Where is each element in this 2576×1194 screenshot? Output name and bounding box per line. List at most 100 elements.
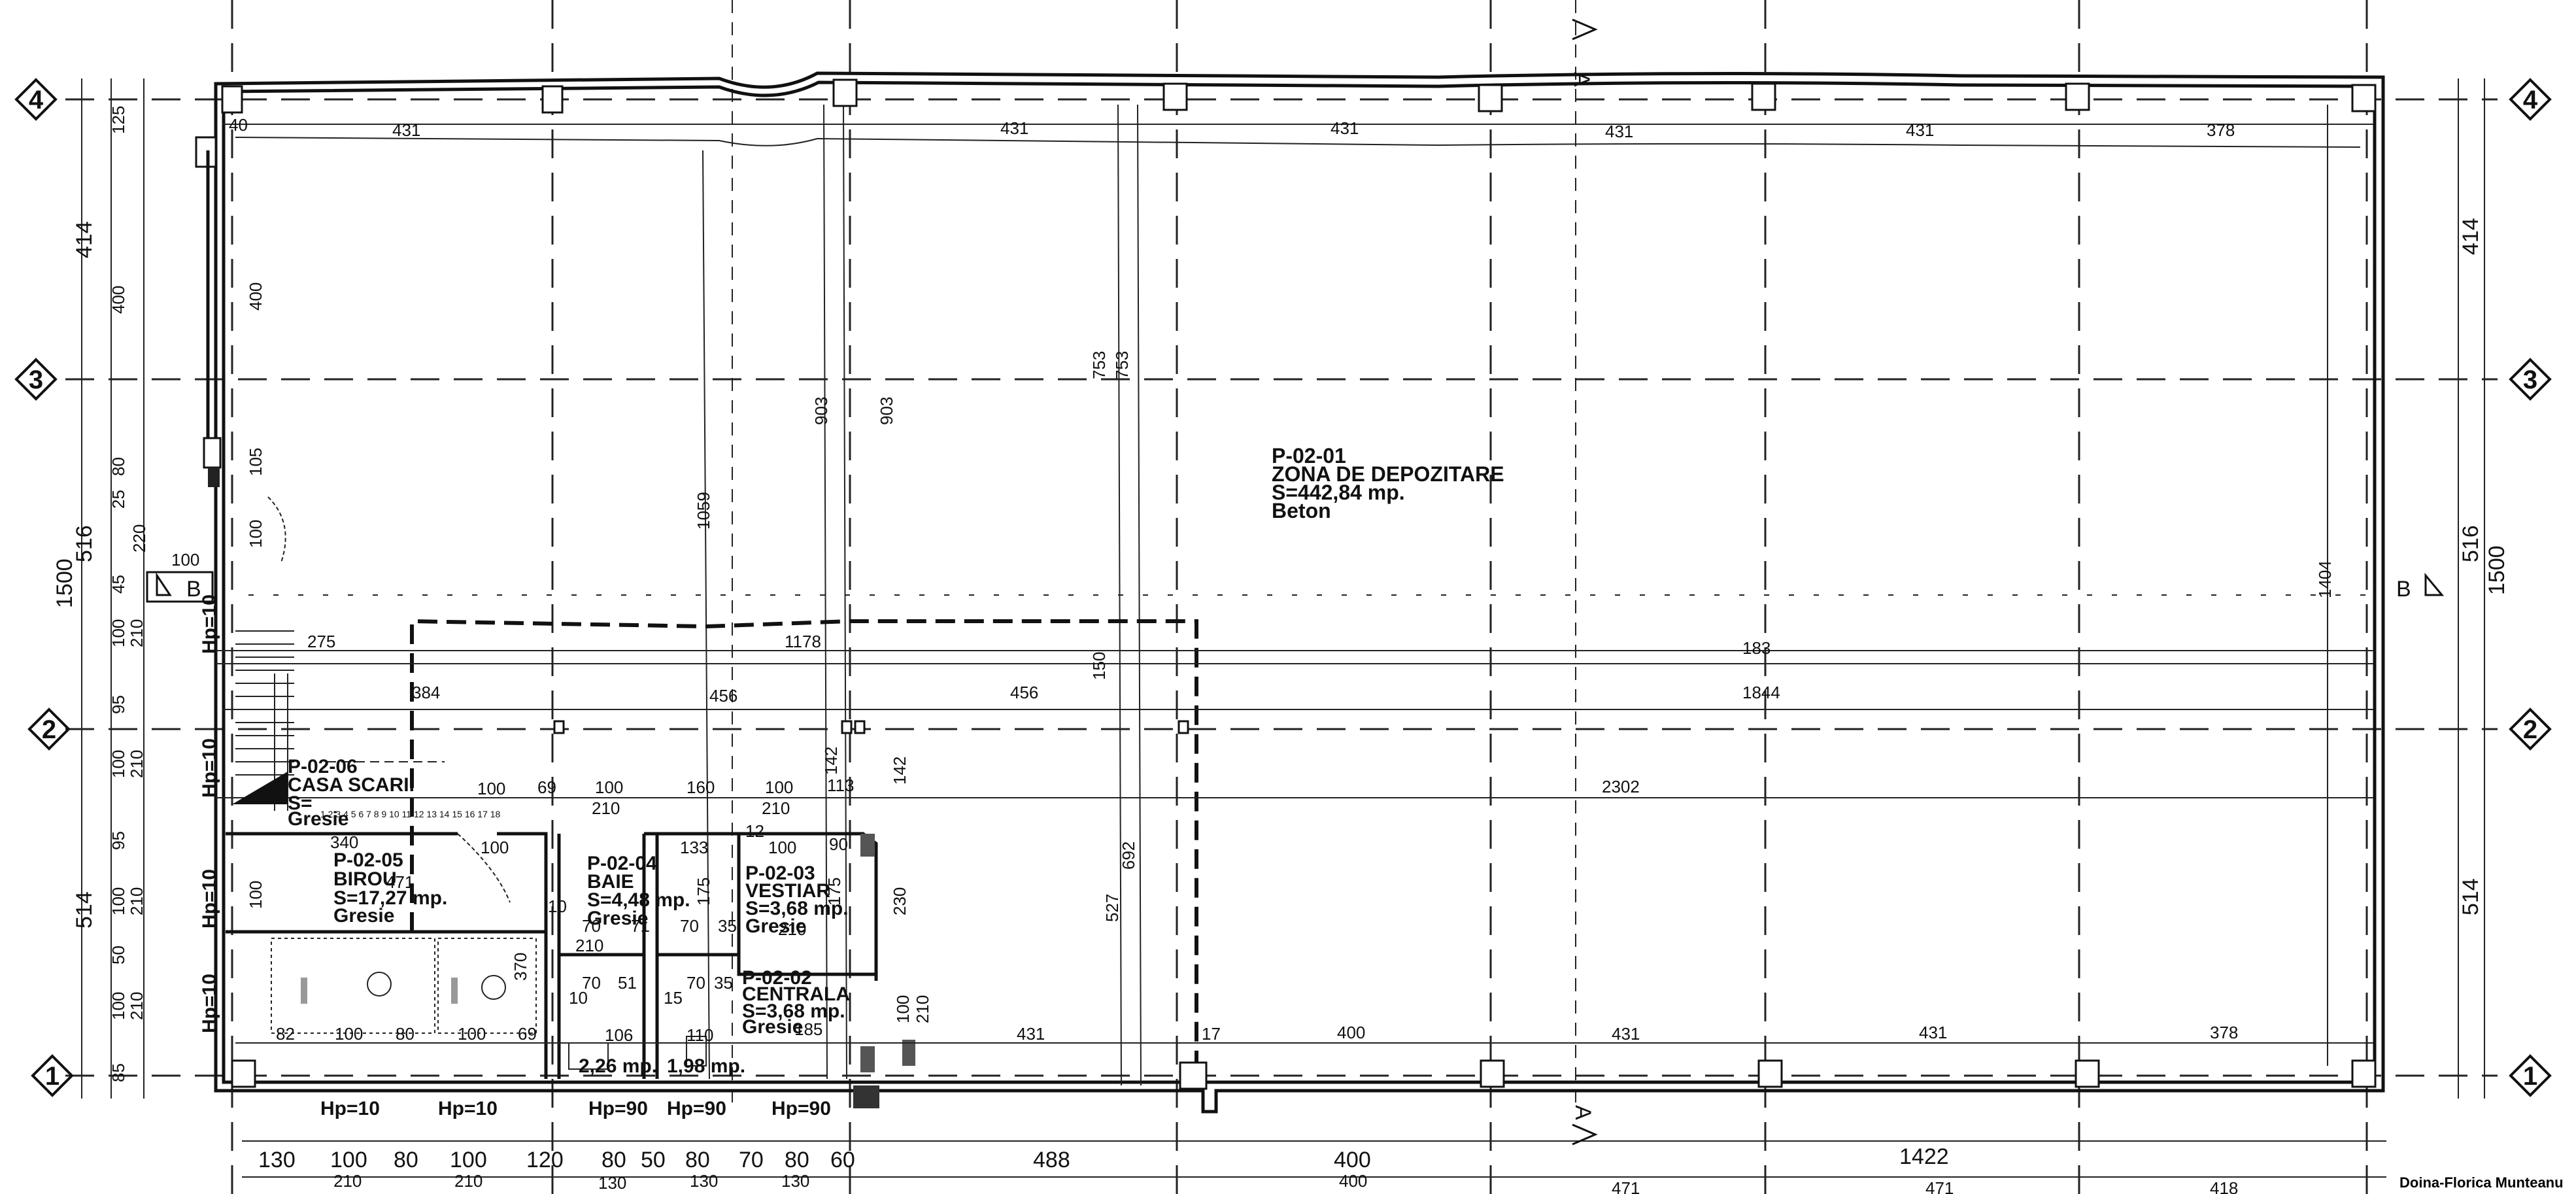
- svg-text:60: 60: [830, 1148, 855, 1172]
- svg-text:133: 133: [680, 838, 708, 857]
- svg-text:100: 100: [768, 838, 796, 857]
- svg-text:340: 340: [330, 832, 358, 852]
- svg-text:4: 4: [29, 86, 44, 114]
- svg-text:400: 400: [1339, 1171, 1367, 1191]
- svg-text:400: 400: [246, 282, 265, 311]
- svg-text:4: 4: [2523, 86, 2538, 114]
- dims-vertical-inner: 400 105 100 1059 903 903 753 753 1404 69…: [246, 282, 2335, 1023]
- svg-text:12: 12: [745, 821, 764, 841]
- svg-text:50: 50: [109, 946, 128, 964]
- svg-text:210: 210: [127, 992, 146, 1020]
- svg-text:80: 80: [396, 1024, 415, 1044]
- svg-text:1844: 1844: [1742, 683, 1780, 702]
- dims-right-totals: 414 516 1500 514: [2458, 218, 2509, 915]
- svg-text:471: 471: [1925, 1178, 1954, 1194]
- svg-text:456: 456: [709, 686, 737, 706]
- svg-text:230: 230: [890, 887, 909, 915]
- svg-text:210: 210: [762, 798, 790, 818]
- svg-text:69: 69: [537, 777, 556, 797]
- svg-text:P-02-01: P-02-01: [1272, 444, 1346, 468]
- svg-text:1: 1: [45, 1062, 59, 1091]
- svg-text:431: 431: [1605, 122, 1633, 141]
- svg-text:130: 130: [258, 1148, 296, 1172]
- outer-walls: [195, 71, 2385, 1114]
- svg-text:210: 210: [127, 750, 146, 778]
- svg-text:25: 25: [109, 490, 128, 509]
- svg-text:1422: 1422: [1899, 1144, 1949, 1169]
- svg-text:S=17,27 mp.: S=17,27 mp.: [333, 887, 447, 909]
- axis-bubble-4-left: 4: [14, 78, 58, 121]
- interior-structure: [216, 104, 2373, 1108]
- svg-text:51: 51: [618, 973, 637, 993]
- svg-text:80: 80: [602, 1148, 626, 1172]
- svg-text:210: 210: [127, 887, 146, 915]
- svg-text:753: 753: [1089, 351, 1109, 379]
- svg-text:P-02-03: P-02-03: [745, 862, 815, 884]
- section-marker-a-bottom: A: [1570, 1105, 1598, 1146]
- svg-text:400: 400: [109, 286, 128, 314]
- svg-text:210: 210: [778, 919, 806, 939]
- svg-text:10: 10: [569, 988, 588, 1008]
- svg-text:S=: S=: [288, 793, 313, 814]
- small-room-2-area: 1,98 mp.: [667, 1055, 745, 1077]
- svg-text:45: 45: [109, 575, 128, 594]
- svg-text:A: A: [1570, 1105, 1595, 1120]
- svg-text:100: 100: [171, 550, 199, 570]
- svg-text:130: 130: [598, 1173, 626, 1193]
- hp-labels: Hp=10 Hp=10 Hp=90 Hp=90 Hp=90 Hp=10 Hp=1…: [199, 594, 831, 1119]
- axis-bubbles-right: 4 3 2 1: [2509, 78, 2552, 1097]
- structural-columns: [221, 78, 2377, 1090]
- svg-text:85: 85: [109, 1063, 128, 1082]
- svg-text:185: 185: [794, 1019, 822, 1039]
- section-marker-b-right: B: [2396, 572, 2445, 602]
- svg-text:3: 3: [2523, 366, 2537, 394]
- svg-text:Hp=10: Hp=10: [199, 869, 220, 929]
- svg-text:183: 183: [1742, 638, 1771, 658]
- svg-text:100: 100: [481, 838, 509, 857]
- svg-text:431: 431: [1330, 118, 1359, 138]
- svg-text:VESTIAR: VESTIAR: [745, 880, 830, 902]
- svg-text:100: 100: [109, 619, 128, 647]
- svg-text:Gresie: Gresie: [288, 808, 348, 830]
- svg-text:1: 1: [2523, 1062, 2537, 1091]
- svg-text:3: 3: [29, 366, 43, 394]
- svg-text:35: 35: [718, 916, 737, 936]
- axis-bubble-1-right: 1: [2509, 1054, 2552, 1097]
- svg-text:P-02-02: P-02-02: [742, 967, 812, 989]
- svg-text:S=442,84 mp.: S=442,84 mp.: [1272, 481, 1405, 504]
- svg-text:160: 160: [686, 777, 715, 797]
- svg-text:370: 370: [511, 953, 530, 981]
- svg-text:142: 142: [821, 747, 841, 775]
- axis-bubble-3-left: 3: [14, 358, 58, 401]
- svg-text:1 2 3 4 5 6 7 8 9 10 11 12 13: 1 2 3 4 5 6 7 8 9 10 11 12 13 14 15 16 1…: [320, 809, 501, 819]
- svg-text:142: 142: [890, 757, 909, 785]
- svg-text:95: 95: [109, 831, 128, 850]
- svg-text:106: 106: [605, 1025, 633, 1045]
- svg-text:Hp=90: Hp=90: [667, 1098, 726, 1119]
- svg-text:414: 414: [2458, 218, 2483, 255]
- office-furniture: [271, 938, 707, 1070]
- svg-text:2302: 2302: [1602, 777, 1640, 796]
- svg-text:431: 431: [1017, 1024, 1045, 1044]
- svg-text:175: 175: [824, 878, 844, 906]
- svg-text:Hp=10: Hp=10: [199, 738, 220, 798]
- svg-text:BIROU: BIROU: [333, 868, 397, 890]
- svg-text:514: 514: [72, 891, 97, 929]
- svg-text:Gresie: Gresie: [587, 908, 648, 929]
- axis-bubble-4-right: 4: [2509, 78, 2552, 121]
- svg-text:2: 2: [42, 715, 56, 744]
- svg-text:210: 210: [333, 1171, 362, 1191]
- svg-text:B: B: [186, 577, 201, 602]
- svg-text:431: 431: [392, 120, 420, 140]
- axis-bubbles-left: 4 3 2 1: [14, 78, 74, 1097]
- svg-text:384: 384: [412, 683, 440, 702]
- section-marker-b-left: B: [146, 571, 214, 603]
- svg-text:100: 100: [330, 1148, 367, 1172]
- svg-text:378: 378: [2210, 1023, 2238, 1042]
- svg-text:ZONA DE DEPOZITARE: ZONA DE DEPOZITARE: [1272, 462, 1504, 486]
- svg-text:P-02-05: P-02-05: [333, 849, 403, 871]
- axis-bubble-3-right: 3: [2509, 358, 2552, 401]
- svg-text:100: 100: [477, 779, 505, 798]
- svg-text:71: 71: [631, 916, 650, 936]
- author-credit: Doina-Florica Munteanu: [2399, 1174, 2564, 1191]
